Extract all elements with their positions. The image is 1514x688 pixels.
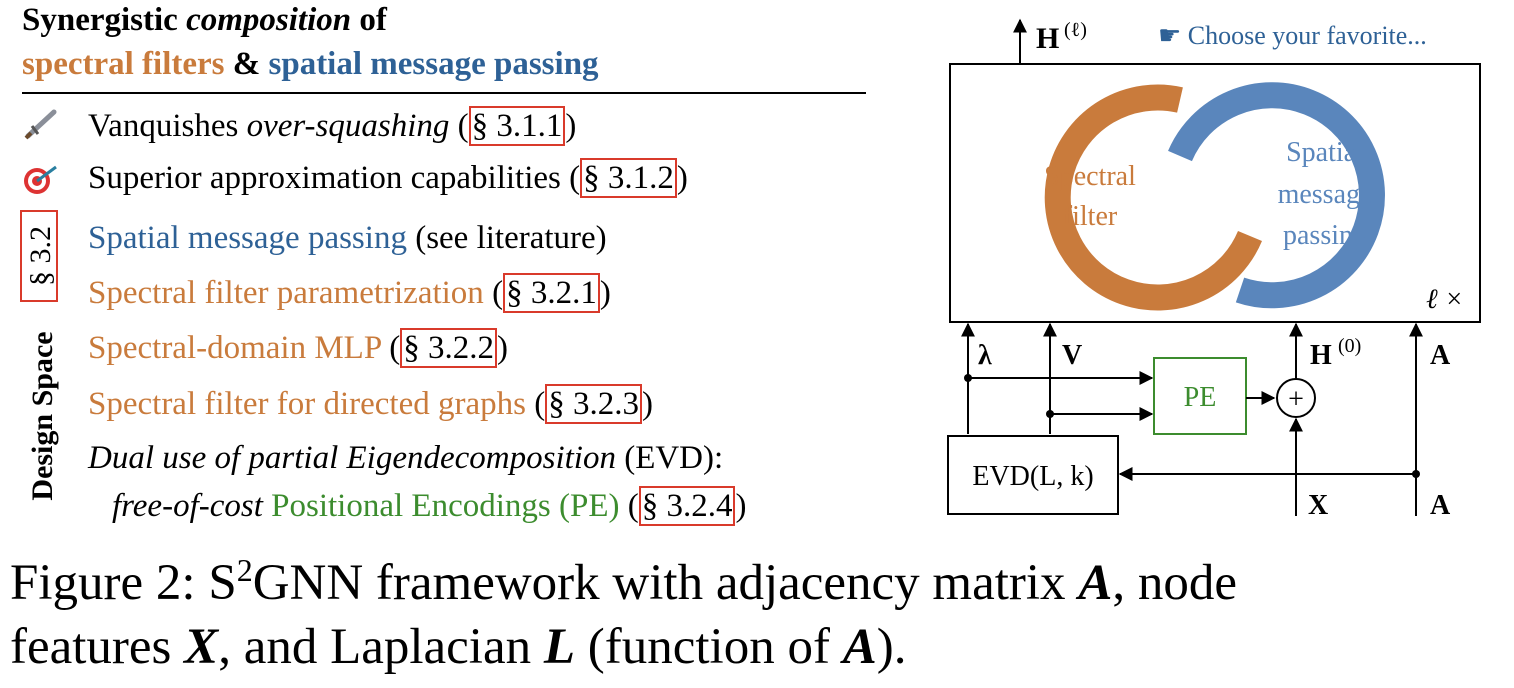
- title-amp: &: [224, 46, 269, 82]
- caption-text: ).: [876, 619, 907, 675]
- caption-text: (function of: [575, 619, 843, 675]
- a-label-top: A: [1430, 340, 1451, 371]
- title-spectral-filters: spectral filters: [22, 46, 225, 82]
- caption-text: GNN framework with adjacency matrix: [252, 555, 1079, 611]
- design-space-label: § 3.2 Design Space: [20, 210, 59, 501]
- caption-prefix: Figure 2: S: [10, 555, 237, 611]
- pe-box: [1153, 357, 1247, 435]
- item-italic: free-of-cost: [112, 488, 263, 524]
- item-dual-use: Dual use of partial Eigendecomposition (…: [88, 440, 723, 477]
- output-h-sup: (ℓ): [1064, 19, 1087, 41]
- item-pe: free-of-cost Positional Encodings (PE) (…: [112, 486, 747, 526]
- title-of: of: [351, 2, 387, 38]
- repeat-label: ℓ ×: [1426, 284, 1464, 315]
- item-text: Vanquishes: [88, 108, 247, 144]
- spatial-label-line2: message: [1278, 179, 1373, 210]
- design-space-text: Design Space: [26, 331, 59, 500]
- ref-3-2-2[interactable]: § 3.2.2: [400, 328, 497, 368]
- evd-box: [947, 435, 1119, 515]
- ref-3-1-1[interactable]: § 3.1.1: [468, 106, 566, 146]
- a-label-bottom: A: [1430, 490, 1451, 521]
- ref-3-1-2[interactable]: § 3.1.2: [580, 158, 677, 198]
- design-space-ref-box: [20, 210, 58, 302]
- spectral-label-line1: Spectral: [1044, 161, 1136, 192]
- item-text: (see literature): [406, 220, 607, 256]
- ref-3-2-3[interactable]: § 3.2.3: [545, 384, 642, 424]
- spatial-label-line1: Spatial: [1286, 137, 1364, 168]
- lambda-label: λ: [978, 340, 992, 371]
- design-space-ref[interactable]: § 3.2: [24, 226, 57, 286]
- item-spectral-mlp: Spectral-domain MLP (§ 3.2.2): [88, 328, 508, 368]
- h0-sup: (0): [1338, 335, 1361, 357]
- s2gnn-diagram: H (ℓ) ☛ Choose your favorite... Spectral…: [947, 18, 1481, 521]
- item-over-squashing: Vanquishes over-squashing (§ 3.1.1): [88, 106, 577, 146]
- h0-label: H: [1310, 340, 1332, 371]
- item-spectral-param: Spectral filter parametrization (§ 3.2.1…: [88, 273, 611, 313]
- item-spatial-mp: Spatial message passing (see literature): [88, 220, 607, 257]
- caption-symbol-a: A: [1078, 555, 1113, 611]
- ref-3-2-4[interactable]: § 3.2.4: [638, 486, 736, 526]
- item-colored: Positional Encodings (PE): [271, 488, 620, 524]
- plus-symbol: +: [1288, 384, 1304, 415]
- spatial-mp-arc: [1168, 82, 1385, 309]
- caption-text: features: [10, 619, 185, 675]
- item-colored: Spectral-domain MLP: [88, 330, 381, 366]
- caption-symbol-l: L: [543, 619, 576, 675]
- figure-caption-line-2: features X, and Laplacian L (function of…: [10, 618, 906, 676]
- title-spatial-message-passing: spatial message passing: [268, 46, 599, 82]
- title-line-1: Synergistic composition of: [22, 2, 387, 39]
- caption-symbol-x: X: [184, 619, 219, 675]
- title-synergistic: Synergistic: [22, 2, 187, 38]
- caption-text: , node: [1112, 555, 1237, 611]
- sword-icon: [24, 109, 57, 140]
- item-text: (EVD):: [615, 440, 724, 476]
- plus-node: [1276, 378, 1316, 418]
- pe-label: PE: [1184, 382, 1217, 413]
- item-approximation: Superior approximation capabilities (§ 3…: [88, 158, 688, 198]
- item-italic: over-squashing: [246, 108, 450, 144]
- title-composition: composition: [186, 2, 352, 38]
- spectral-filter-arc: [1044, 84, 1262, 311]
- output-h-label: H: [1036, 22, 1059, 55]
- item-spectral-directed: Spectral filter for directed graphs (§ 3…: [88, 384, 653, 424]
- caption-sup: 2: [236, 552, 253, 588]
- spectral-label-line2: filter: [1063, 201, 1118, 232]
- item-colored: Spatial message passing: [88, 220, 407, 256]
- spatial-label-line3: passing: [1283, 220, 1367, 251]
- evd-label: EVD(L, k): [972, 461, 1093, 492]
- title-line-2: spectral filters & spatial message passi…: [22, 46, 599, 83]
- v-label: V: [1062, 340, 1082, 371]
- caption-text: , and Laplacian: [218, 619, 544, 675]
- target-icon: [24, 165, 57, 194]
- x-label: X: [1308, 490, 1328, 521]
- item-colored: Spectral filter parametrization: [88, 275, 484, 311]
- title-rule: [22, 92, 866, 94]
- figure-caption-line-1: Figure 2: S2GNN framework with adjacency…: [10, 552, 1237, 612]
- choose-favorite-hint: ☛ Choose your favorite...: [1158, 21, 1427, 50]
- item-italic: Dual use of partial Eigendecomposition: [88, 440, 616, 476]
- item-text: Superior approximation capabilities: [88, 160, 570, 196]
- ref-3-2-1[interactable]: § 3.2.1: [503, 273, 600, 313]
- caption-symbol-a2: A: [842, 619, 877, 675]
- item-colored: Spectral filter for directed graphs: [88, 386, 526, 422]
